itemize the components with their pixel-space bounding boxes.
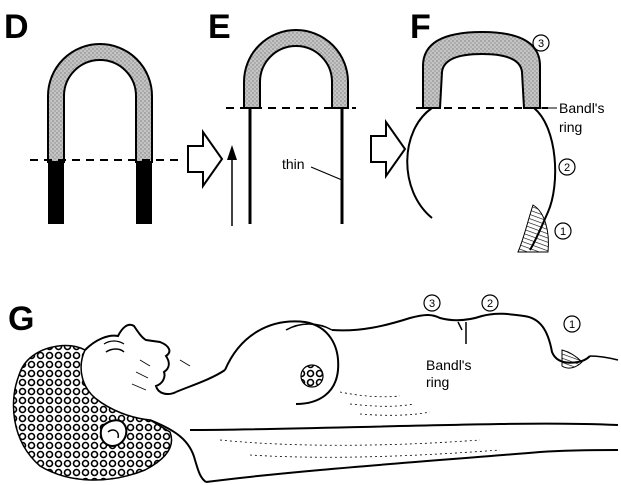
nipple [301, 365, 323, 387]
panel-letter-f: F [410, 8, 431, 46]
transition-arrow-icon [188, 132, 222, 186]
uterus-upper-segment [244, 30, 348, 108]
bandls-ring-label-2: ring [426, 374, 449, 390]
arm-upper [190, 424, 618, 430]
thin-leader-line [311, 167, 342, 180]
panel-letter-g: G [8, 300, 34, 338]
bandls-ring-label: Bandl's [559, 100, 604, 116]
up-arrow-head [227, 145, 237, 160]
transition-arrow-icon [371, 122, 405, 176]
thigh-line [590, 356, 618, 360]
thin-label: thin [282, 156, 305, 172]
eyebrow [104, 341, 124, 344]
hair [13, 346, 171, 480]
pubic-hair [562, 350, 582, 368]
ear [101, 420, 127, 446]
rib-shading [340, 392, 430, 415]
uterus-upper-segment [48, 44, 152, 162]
ring-mark-tick [458, 322, 462, 330]
uterus-upper-segment [423, 32, 540, 108]
abdomen-contour [332, 314, 590, 363]
neck-line [176, 370, 225, 392]
torso-back-line [206, 450, 618, 482]
face-shading [132, 360, 190, 390]
fetal-part-hatched [518, 205, 548, 252]
marker-3: 3 [424, 295, 440, 311]
bandls-ring-label: Bandl's [426, 357, 471, 373]
marker-2: 2 [559, 159, 575, 175]
bandls-ring-label-2: ring [559, 119, 582, 135]
panel-f: F Bandl's ring 3 2 1 [407, 8, 604, 252]
marker-3: 3 [533, 35, 549, 51]
marker-2: 2 [482, 295, 498, 311]
breast-fold [286, 324, 332, 330]
svg-text:2: 2 [564, 162, 570, 174]
panel-d: D [4, 8, 178, 224]
face-profile [85, 325, 176, 394]
panel-letter-d: D [4, 8, 29, 46]
marker-1: 1 [555, 223, 571, 239]
svg-text:1: 1 [560, 226, 566, 238]
arm-shading [220, 440, 500, 457]
uterus-lower-segment-right [136, 162, 152, 224]
stretched-lower-segment-left [407, 108, 432, 218]
panel-letter-e: E [208, 8, 231, 46]
svg-text:2: 2 [487, 298, 493, 310]
eye [106, 349, 124, 352]
svg-text:3: 3 [429, 298, 435, 310]
panel-e: E thin [208, 8, 356, 226]
breast [225, 321, 338, 404]
marker-1: 1 [564, 316, 580, 332]
svg-text:1: 1 [569, 319, 575, 331]
panel-g: G Bandl's ring [8, 295, 618, 482]
svg-text:3: 3 [538, 38, 544, 50]
uterus-lower-segment-left [48, 162, 64, 224]
